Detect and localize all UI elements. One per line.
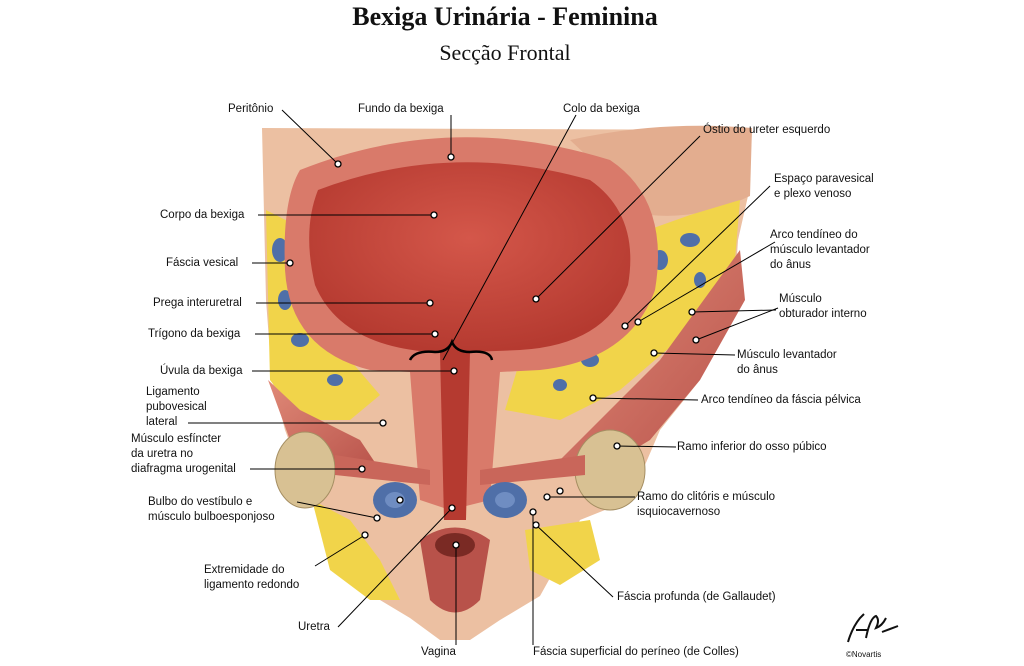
label-clitoris: Ramo do clitóris e músculo isquiocaverno…	[637, 491, 776, 518]
copyright-text: ©Novartis	[846, 650, 882, 659]
label-uvula: Úvula da bexiga	[160, 365, 243, 377]
pointer-dots	[286, 153, 700, 549]
levator-left	[268, 380, 380, 470]
pubic-bone-right	[574, 429, 646, 511]
label-levantador: Músculo levantador do ânus	[737, 349, 837, 376]
label-colles: Fáscia superficial do períneo (de Colles…	[533, 646, 739, 658]
label-trigono: Trígono da bexiga	[148, 328, 241, 340]
label-peritonio: Peritônio	[228, 103, 274, 115]
label-ostio: Óstio do ureter esquerdo	[703, 124, 831, 136]
fat-bottom-left	[312, 500, 400, 600]
label-colo: Colo da bexiga	[563, 103, 640, 115]
label-obturador: Músculo obturador interno	[779, 293, 867, 320]
artist-signature-logo	[847, 613, 899, 643]
label-redondo: Extremidade do ligamento redondo	[204, 564, 300, 591]
diagram-subtitle: Secção Frontal	[439, 40, 571, 65]
label-uretra: Uretra	[298, 621, 330, 633]
diagram-title: Bexiga Urinária - Feminina	[352, 2, 658, 31]
label-bulbo: Bulbo do vestíbulo e músculo bulboesponj…	[148, 496, 275, 523]
leader-lines	[188, 109, 779, 645]
levator-right	[560, 250, 745, 470]
fat-bottom-right	[525, 520, 600, 585]
urethra-channel	[440, 352, 470, 520]
label-esfincter: Músculo esfíncter da uretra no diafragma…	[131, 433, 236, 475]
pubic-bone-left	[274, 431, 336, 509]
label-vagina: Vagina	[421, 646, 456, 658]
label-corpo: Corpo da bexiga	[160, 209, 245, 221]
label-ramo-pubico: Ramo inferior do osso púbico	[677, 441, 827, 453]
bladder-neck-bracket	[408, 338, 494, 361]
label-gallaudet: Fáscia profunda (de Gallaudet)	[617, 591, 776, 603]
thigh-right	[570, 125, 752, 216]
label-arco-levantador: Arco tendíneo do músculo levantador do â…	[770, 229, 870, 271]
bladder-lumen	[309, 162, 631, 352]
urogenital-diaphragm	[335, 455, 430, 485]
label-fundo: Fundo da bexiga	[358, 103, 444, 115]
label-arco-fascia: Arco tendíneo da fáscia pélvica	[701, 394, 861, 406]
label-fascia-vesical: Fáscia vesical	[166, 257, 239, 269]
label-prega: Prega interuretral	[153, 297, 242, 309]
label-espaco: Espaço paravesical e plexo venoso	[774, 173, 874, 200]
label-ligamento: Ligamento pubovesical lateral	[146, 386, 207, 428]
urogenital-diaphragm-r	[480, 455, 585, 485]
